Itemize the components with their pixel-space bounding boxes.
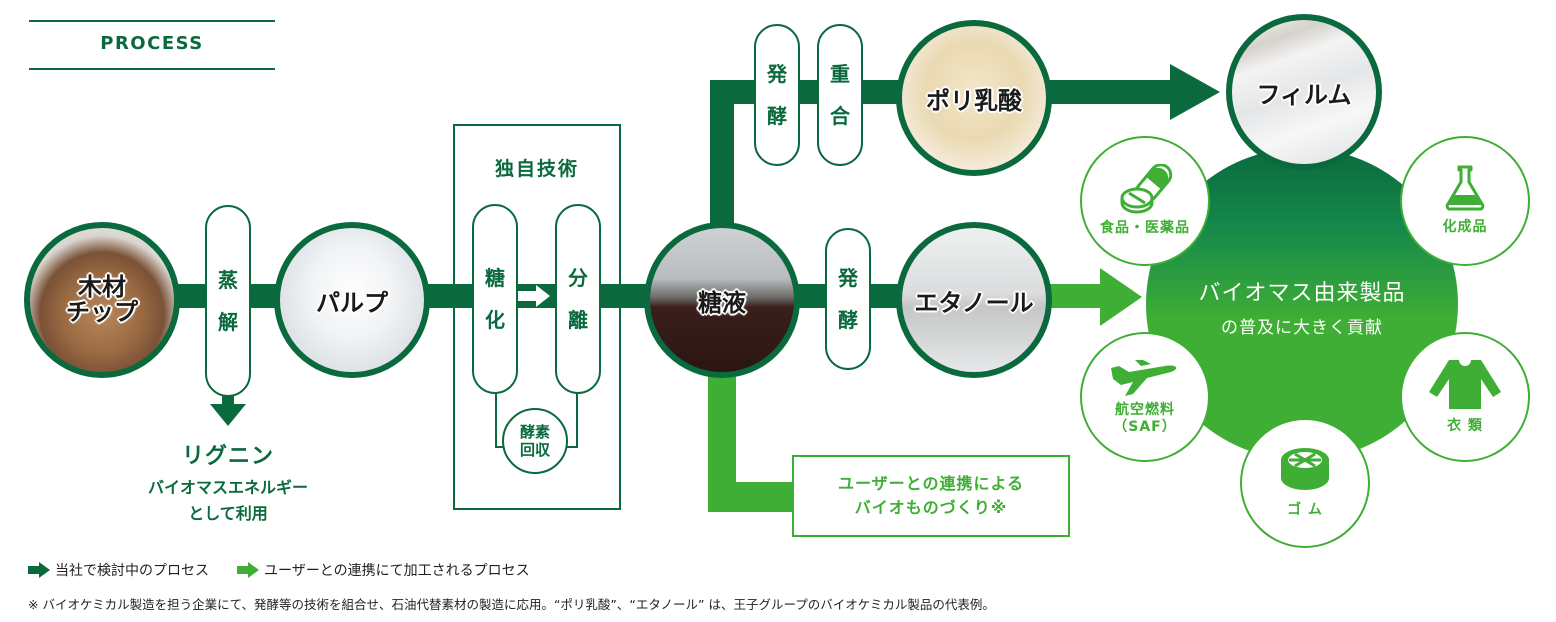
node-sugar-liquid-label: 糖液 (698, 288, 746, 317)
hub-text: バイオマス由来製品 の普及に大きく貢献 (1146, 275, 1458, 338)
node-ethanol-label: エタノール (914, 288, 1034, 317)
step-fermentation-mid-char2: 酵 (838, 308, 858, 332)
legend-arrow-dark-icon (28, 562, 50, 578)
enzyme-loop-line-left (495, 392, 497, 448)
step-separation-char1: 分 (568, 266, 588, 290)
legend-arrow-light-icon (237, 562, 259, 578)
node-film: フィルム (1226, 14, 1382, 170)
shirt-icon (1429, 360, 1501, 410)
node-film-label: フィルム (1256, 80, 1352, 109)
node-sugar-liquid: 糖液 (644, 222, 800, 378)
lignin-line2: として利用 (188, 504, 268, 523)
step-polymerization-char2: 合 (830, 104, 850, 128)
flow-bar-to-partner (708, 482, 798, 512)
step-steaming-char2: 解 (218, 310, 238, 334)
partner-line1: ユーザーとの連携による (837, 474, 1025, 493)
lignin-arrow-icon (210, 404, 246, 426)
step-saccharification: 糖 化 (472, 204, 518, 394)
product-clothing-label: 衣 類 (1447, 418, 1483, 435)
page-title: PROCESS (100, 33, 204, 54)
step-fermentation-top: 発 酵 (754, 24, 800, 166)
product-aviation-fuel-label: 航空燃料 （SAF） (1113, 401, 1177, 436)
step-fermentation-mid-char1: 発 (838, 266, 858, 290)
product-chemicals-label: 化成品 (1442, 219, 1488, 236)
flask-icon (1445, 165, 1485, 211)
lignin-title: リグニン (181, 444, 274, 469)
product-rubber: ゴ ム (1240, 418, 1370, 548)
step-steaming-char1: 蒸 (218, 268, 238, 292)
inner-arrow-icon (516, 284, 556, 308)
airplane-icon (1111, 359, 1177, 396)
step-polymerization-char1: 重 (830, 62, 850, 86)
proprietary-tech-box (453, 124, 621, 510)
flow-bar-up (710, 80, 734, 250)
product-clothing: 衣 類 (1400, 332, 1530, 462)
legend: 当社で検討中のプロセス ユーザーとの連携にて加工されるプロセス (28, 560, 530, 580)
node-pulp-label: パルプ (316, 288, 388, 317)
header-rule-top (29, 20, 275, 22)
step-fermentation-mid: 発 酵 (825, 228, 871, 370)
legend-label-company: 当社で検討中のプロセス (55, 563, 209, 579)
lignin-block: リグニン バイオマスエネルギー として利用 (100, 438, 356, 524)
tire-icon (1281, 448, 1329, 491)
enzyme-recovery-line1: 酵素 (519, 423, 550, 441)
product-chemicals: 化成品 (1400, 136, 1530, 266)
node-ethanol: エタノール (896, 222, 1052, 378)
step-steaming: 蒸 解 (205, 205, 251, 397)
hub-line1: バイオマス由来製品 (1198, 281, 1406, 306)
proprietary-tech-title: 独自技術 (494, 158, 579, 180)
node-polylactic-acid: ポリ乳酸 (896, 20, 1052, 176)
lignin-line1: バイオマスエネルギー (147, 478, 308, 497)
product-aviation-fuel: 航空燃料 （SAF） (1080, 332, 1210, 462)
product-rubber-label: ゴ ム (1287, 502, 1323, 519)
header-rule-bottom (29, 68, 275, 70)
step-fermentation-top-char1: 発 (767, 62, 787, 86)
node-pulp: パルプ (274, 222, 430, 378)
step-saccharification-char1: 糖 (485, 266, 505, 290)
capsule-pill-icon (1120, 164, 1173, 214)
node-wood-chips-label: 木材 チップ (66, 272, 138, 326)
hub-line2: の普及に大きく貢献 (1221, 318, 1383, 338)
step-polymerization: 重 合 (817, 24, 863, 166)
arrow-to-film-icon (1170, 64, 1220, 120)
step-separation: 分 離 (555, 204, 601, 394)
step-separation-char2: 離 (568, 308, 588, 332)
footnote: ※ バイオケミカル製造を担う企業にて、発酵等の技術を組合せ、石油代替素材の製造に… (28, 597, 995, 612)
step-fermentation-top-char2: 酵 (767, 104, 787, 128)
enzyme-loop-line-right (576, 392, 578, 448)
enzyme-recovery-circle: 酵素 回収 (502, 408, 568, 474)
node-wood-chips: 木材 チップ (24, 222, 180, 378)
partner-line2: バイオものづくり※ (854, 498, 1008, 517)
enzyme-recovery-line2: 回収 (519, 441, 550, 459)
arrow-to-hub-icon (1100, 268, 1142, 326)
product-food-pharma: 食品・医薬品 (1080, 136, 1210, 266)
product-food-pharma-label: 食品・医薬品 (1100, 220, 1190, 237)
legend-label-partner: ユーザーとの連携にて加工されるプロセス (264, 563, 530, 579)
node-polylactic-acid-label: ポリ乳酸 (926, 86, 1022, 115)
partner-process-box: ユーザーとの連携による バイオものづくり※ (792, 455, 1070, 537)
step-saccharification-char2: 化 (485, 308, 505, 332)
